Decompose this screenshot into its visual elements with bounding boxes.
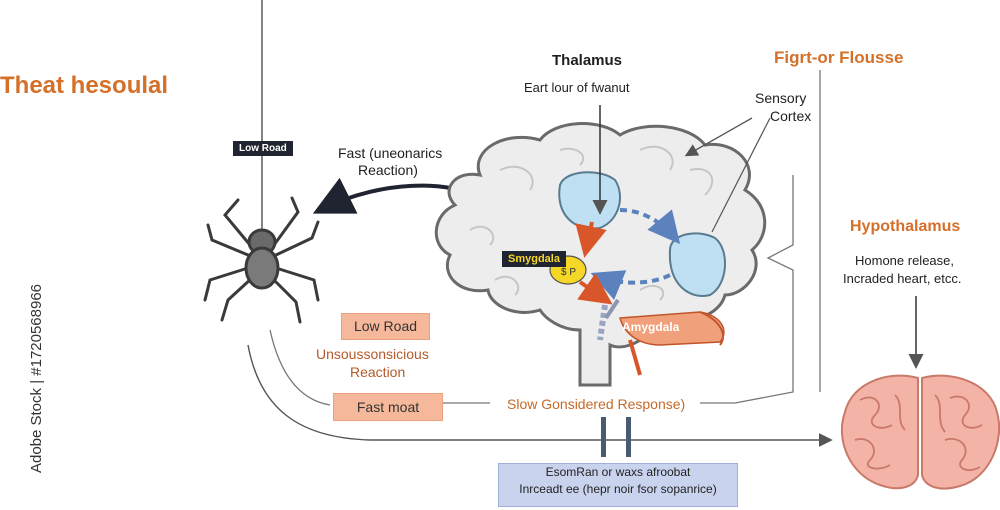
main-bottom-arrow [247, 344, 833, 447]
divider-bar-right [626, 417, 631, 457]
spider-icon [203, 196, 320, 324]
thalamus-label: Thalamus [552, 52, 623, 69]
cortex-region [668, 232, 727, 297]
fast-reaction-label-1: Fast (uneonarics [338, 145, 443, 161]
fast-road-box: Fast moat [333, 393, 443, 421]
sensory-pointer [684, 117, 753, 157]
bottom-info-box: EsomRan or waxs afroobat Inrceadt ee (he… [498, 463, 738, 507]
bottom-info-line-1: EsomRan or waxs afroobat [545, 465, 691, 479]
hypothalamus-line-2: Incraded heart, etcc. [843, 271, 962, 286]
thalamus-to-amygdala-arrow [575, 221, 607, 258]
hypothalamus-line-1: Homone release, [855, 253, 954, 268]
thalamus-sub: Eart lour of fwanut [524, 80, 630, 95]
amygdala-tail [628, 339, 642, 376]
amygdala-output-arrow [577, 273, 613, 305]
pink-brain-icon [840, 374, 1000, 490]
unconscious-label-1: Unsoussonsicious [316, 346, 429, 362]
low-road-tag: Low Road [233, 141, 293, 156]
cortex-to-amygdala-arrow [590, 270, 671, 300]
thalamus-region [558, 171, 621, 230]
sensory-label-1: Sensory [755, 90, 807, 106]
amygdala-region [619, 311, 725, 346]
sensory-label-2: Cortex [770, 108, 812, 124]
thalamus-to-cortex-arrow [619, 208, 681, 245]
brainstem-signal-2 [604, 298, 620, 320]
amygdala-big-label: Amygdala [622, 320, 680, 334]
slow-response-label: Slow Gonsidered Response) [507, 396, 686, 412]
low-road-box: Low Road [341, 313, 430, 340]
svg-text:$ P: $ P [561, 267, 576, 278]
sensory-pointer-2 [711, 117, 771, 233]
page-title: Theat hesoulal [0, 72, 169, 99]
low-road-path [269, 329, 331, 406]
side-stock-id: Adobe Stock | #1720568966 [28, 283, 46, 474]
brainstem-signal [597, 304, 608, 341]
fight-or-flight-label: Figrt-or Flousse [774, 48, 904, 67]
brain-folds [469, 145, 714, 301]
bottom-info-line-2: Inrceadt ee (hepr noir fsor sopanrice) [519, 482, 717, 496]
unconscious-label-2: Reaction [350, 364, 406, 380]
divider-bar-left [601, 417, 606, 457]
fight-bracket [700, 70, 821, 404]
hypothalamus-label: Hypothalamus [850, 218, 961, 235]
fast-reaction-label-2: Reaction) [358, 162, 418, 178]
amygdala-small-label: Smygdala [502, 251, 566, 267]
